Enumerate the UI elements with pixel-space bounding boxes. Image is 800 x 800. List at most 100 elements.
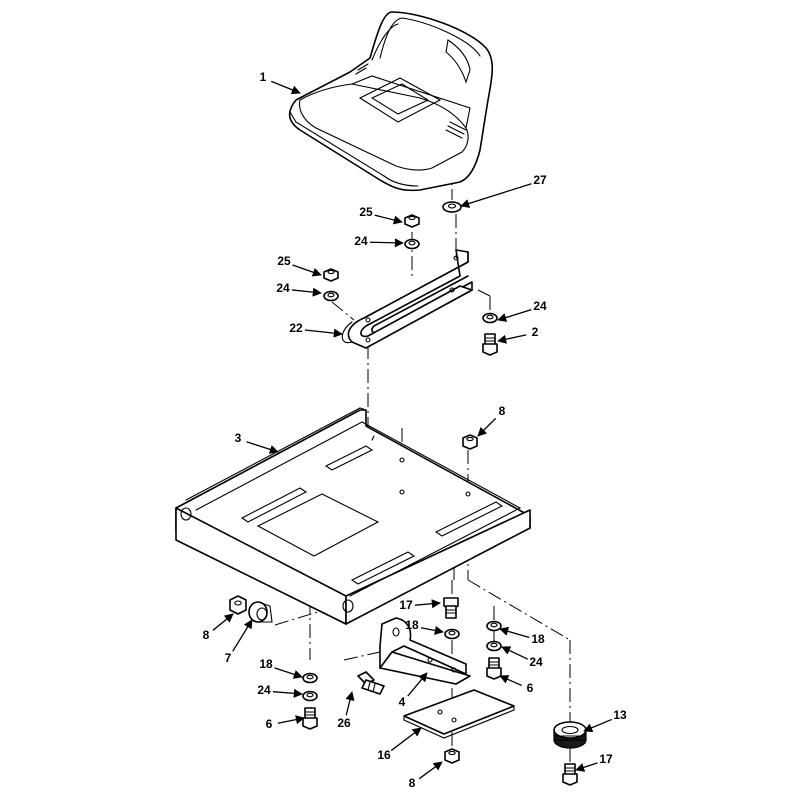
callout-number: 24 <box>354 234 368 248</box>
callout-arrow <box>369 238 404 248</box>
callout-arrow <box>291 287 322 297</box>
nut-8-top <box>462 434 478 450</box>
callout-arrow <box>414 599 441 609</box>
bushing-7 <box>248 601 273 623</box>
callout-arrow <box>292 264 322 277</box>
callout-number: 6 <box>266 717 273 731</box>
callout-7: 7 <box>225 619 253 665</box>
callout-arrow <box>497 334 527 344</box>
callout-number: 8 <box>203 628 210 642</box>
base-plate <box>175 407 531 625</box>
bumper-13 <box>553 721 587 749</box>
seat-bracket <box>341 249 473 349</box>
washer-18-right <box>486 620 502 632</box>
callout-number: 17 <box>399 598 413 612</box>
nut-8-bottom <box>444 748 460 764</box>
callout-number: 2 <box>532 325 539 339</box>
callout-number: 25 <box>359 205 373 219</box>
callout-arrow <box>460 183 532 208</box>
callout-arrow <box>407 672 428 697</box>
callout-number: 24 <box>533 299 547 313</box>
callout-17: 17 <box>399 598 441 612</box>
callout-arrow <box>575 762 598 772</box>
callout-17: 17 <box>575 752 613 772</box>
callout-number: 7 <box>225 651 232 665</box>
washer-24-right <box>482 312 498 324</box>
washer-24-right-lower <box>486 640 502 652</box>
callout-arrow <box>477 417 497 437</box>
callout-number: 24 <box>257 683 271 697</box>
callout-arrow <box>304 328 343 338</box>
callout-number: 18 <box>531 632 545 646</box>
callout-16: 16 <box>377 727 422 762</box>
callout-22: 22 <box>289 321 343 338</box>
callout-arrow <box>499 675 523 687</box>
callout-2: 2 <box>497 325 539 344</box>
callout-3: 3 <box>235 431 279 454</box>
callout-number: 1 <box>260 70 267 84</box>
callout-number: 27 <box>533 173 547 187</box>
washer-18-centre <box>444 628 460 640</box>
seat <box>288 11 494 192</box>
callout-number: 4 <box>399 695 406 709</box>
callout-24: 24 <box>497 299 547 322</box>
callout-number: 18 <box>405 618 419 632</box>
callout-24: 24 <box>354 234 404 248</box>
plate-16 <box>403 689 515 739</box>
callout-number: 25 <box>277 254 291 268</box>
callout-arrow <box>499 626 530 639</box>
callout-number: 26 <box>337 716 351 730</box>
callout-27: 27 <box>460 173 547 208</box>
callout-26: 26 <box>337 691 355 730</box>
callout-arrow <box>246 441 279 454</box>
callout-25: 25 <box>359 205 403 225</box>
angle-bracket-4 <box>379 617 471 685</box>
callout-13: 13 <box>583 708 627 733</box>
washer-27 <box>442 201 462 213</box>
bolt-17-lower <box>562 763 578 786</box>
nut-8-left <box>229 595 247 615</box>
callout-arrow <box>374 214 403 225</box>
bolt-17-upper <box>443 597 459 619</box>
washer-24-left-lower <box>302 690 318 702</box>
nut-25-lower <box>323 268 339 282</box>
callout-arrow <box>271 80 301 95</box>
callout-arrow <box>272 688 303 698</box>
bolt-6-right <box>486 657 502 680</box>
callout-1: 1 <box>260 70 301 95</box>
callout-arrow <box>345 691 355 716</box>
callout-4: 4 <box>399 672 428 709</box>
callout-number: 8 <box>499 404 506 418</box>
callout-number: 18 <box>259 657 273 671</box>
callout-number: 17 <box>599 752 613 766</box>
bolt-6-left <box>302 707 318 730</box>
callout-arrow <box>232 619 253 652</box>
callout-number: 13 <box>613 708 627 722</box>
callout-arrow <box>420 625 444 635</box>
callout-24: 24 <box>257 683 303 698</box>
callout-8: 8 <box>409 761 443 790</box>
callout-arrow <box>418 761 443 780</box>
washer-24-upper <box>404 238 420 250</box>
callout-arrow <box>501 646 529 660</box>
callout-24: 24 <box>276 281 322 297</box>
callout-8: 8 <box>203 613 234 642</box>
callout-number: 8 <box>409 776 416 790</box>
callout-arrow <box>274 667 303 679</box>
callout-25: 25 <box>277 254 322 277</box>
callout-18: 18 <box>499 626 545 646</box>
nut-25-upper <box>404 214 420 228</box>
callout-6: 6 <box>499 675 534 695</box>
callout-24: 24 <box>501 646 543 669</box>
callout-number: 16 <box>377 748 391 762</box>
callout-number: 3 <box>235 431 242 445</box>
callout-arrow <box>390 727 422 752</box>
callout-number: 6 <box>527 681 534 695</box>
bolt-2 <box>482 333 498 356</box>
callout-18: 18 <box>405 618 444 635</box>
callout-number: 24 <box>276 281 290 295</box>
callout-18: 18 <box>259 657 303 679</box>
callout-arrow <box>497 309 532 322</box>
